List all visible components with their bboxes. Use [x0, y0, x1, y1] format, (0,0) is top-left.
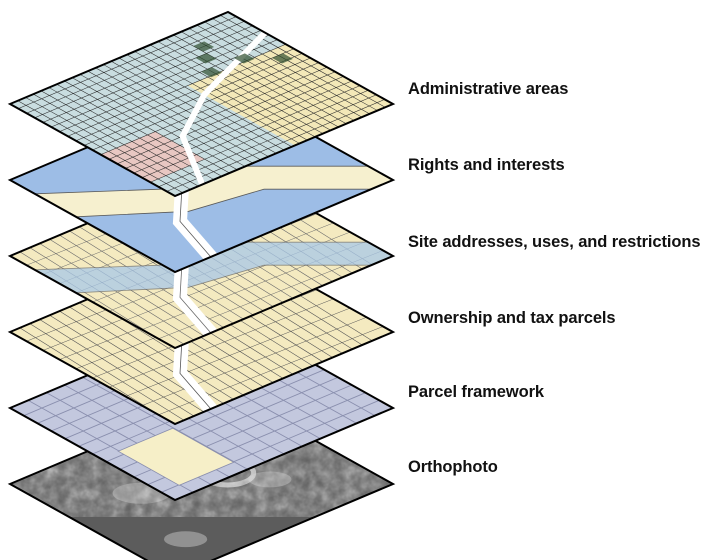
- layer-map-dense: [7, 10, 396, 198]
- label-rights-and-interests: Rights and interests: [408, 156, 565, 174]
- label-orthophoto: Orthophoto: [408, 458, 498, 476]
- label-site-addresses: Site addresses, uses, and restrictions: [408, 233, 701, 251]
- layers-group: [7, 10, 396, 560]
- label-parcel-framework: Parcel framework: [408, 383, 544, 401]
- label-administrative-areas: Administrative areas: [408, 80, 569, 98]
- label-ownership-and-tax-parcels: Ownership and tax parcels: [408, 309, 616, 327]
